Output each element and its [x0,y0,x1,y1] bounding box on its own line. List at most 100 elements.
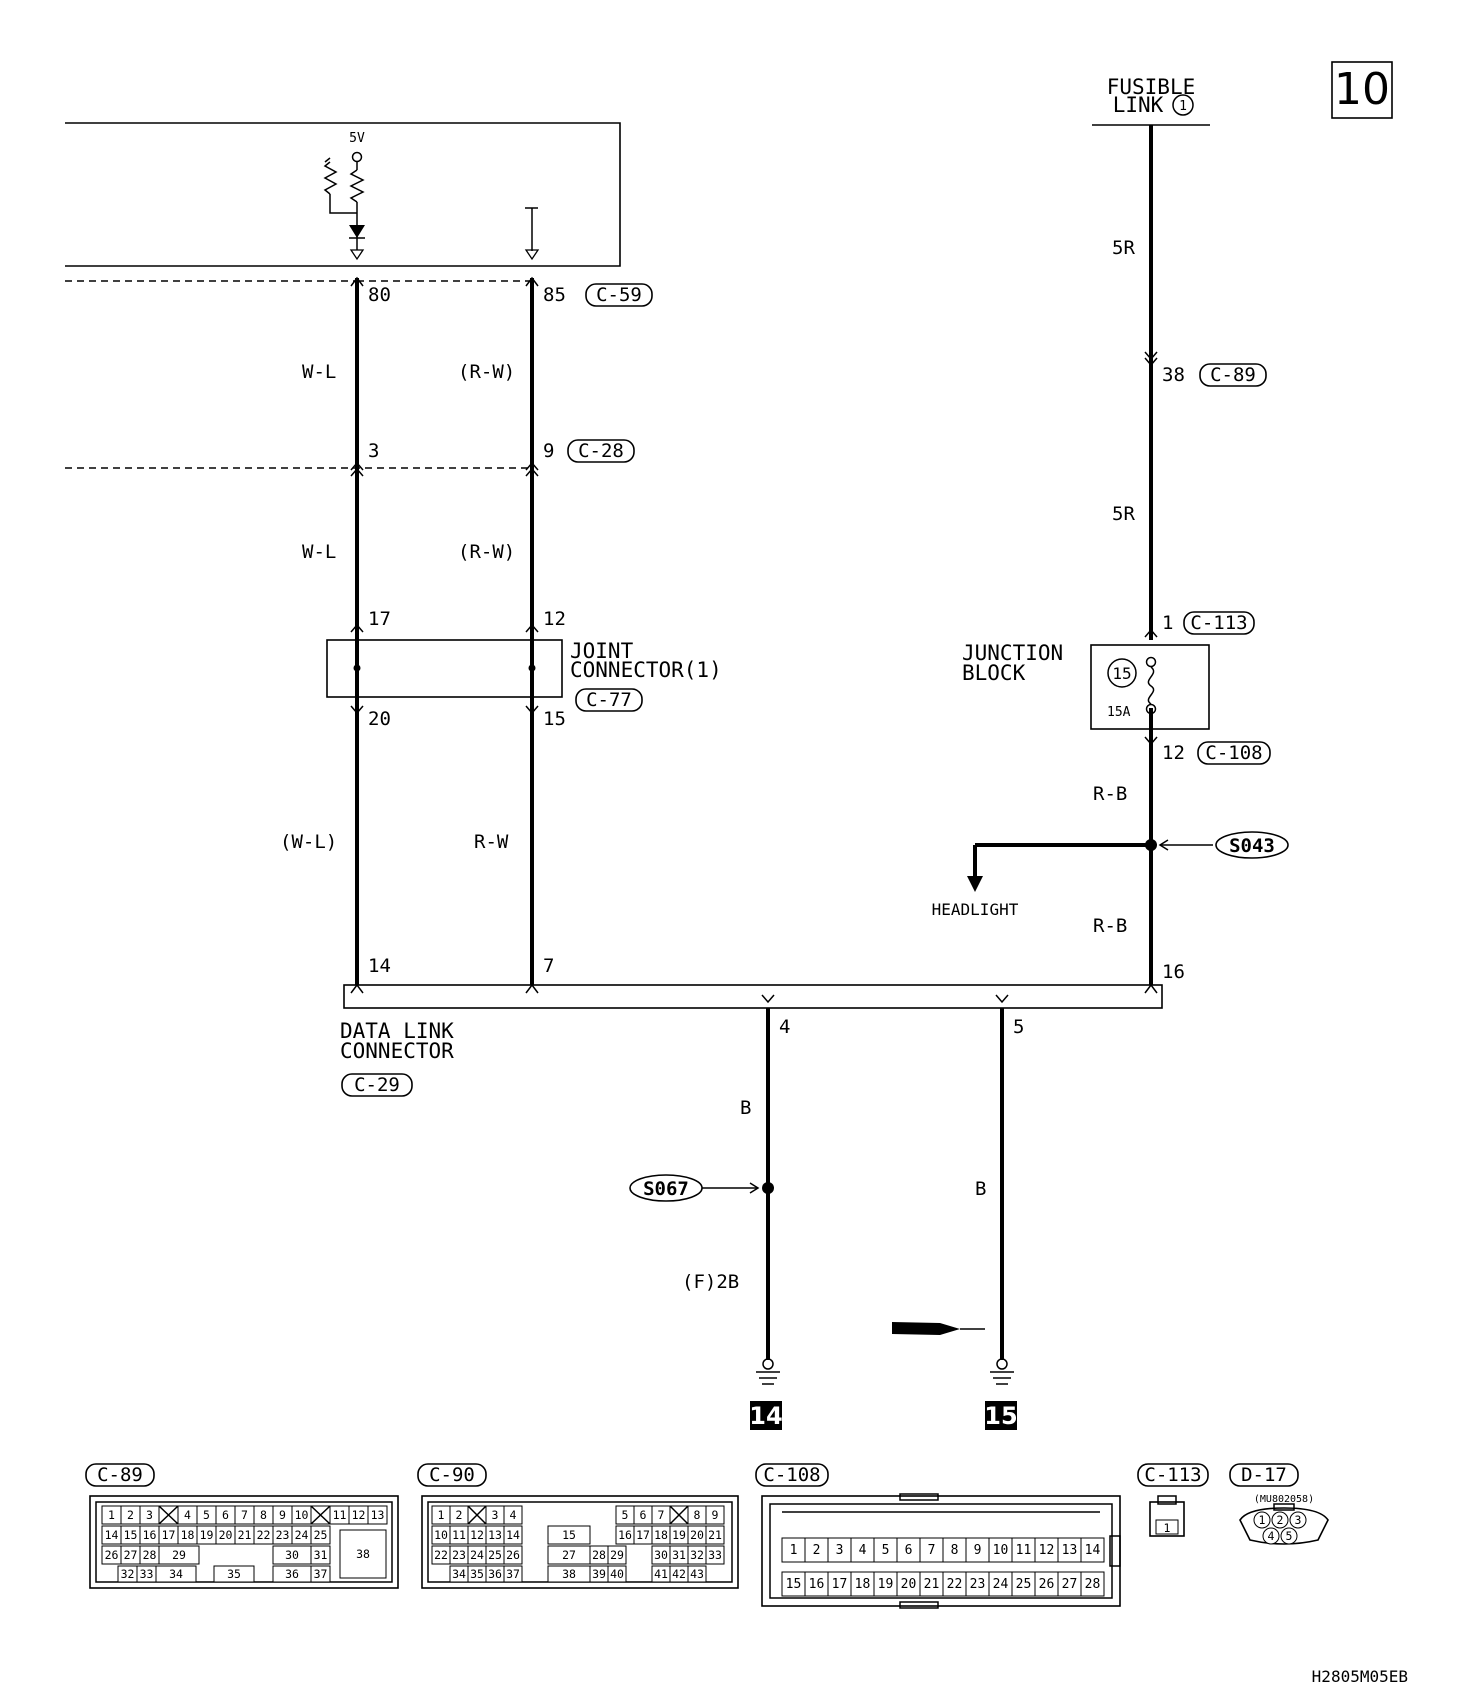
svg-text:S067: S067 [643,1178,689,1200]
pin-number: 21 [238,1528,252,1542]
page-number: 10 [1334,64,1390,115]
pin-number: 20 [219,1528,233,1542]
pin-number: 19 [672,1528,686,1542]
headlight-label: HEADLIGHT [932,900,1019,919]
ground-15-badge [985,1401,1017,1430]
connector-tag-c-29: C-29 [341,1073,413,1097]
pin-number: 14 [105,1528,119,1542]
svg-text:C-113: C-113 [1190,612,1247,634]
pin-number: 18 [181,1528,195,1542]
pin-number: 26 [1039,1577,1055,1592]
pin-3: 3 [368,440,379,462]
splice-s067-dot [762,1182,774,1194]
pin-38: 38 [1162,364,1185,386]
d17-part-number: (MU802058) [1254,1494,1314,1505]
pin-5: 5 [1013,1016,1024,1038]
pin-number: 2 [127,1508,134,1522]
pin-1: 1 [1162,612,1173,634]
blank-pin-cross [310,1505,331,1525]
fuse-icon [1145,656,1157,715]
pin-number: 9 [974,1543,982,1558]
connector-tag-c-90: C-90 [417,1463,487,1487]
pin-number: 19 [200,1528,214,1542]
pin-number: 5 [882,1543,890,1558]
pin-number: 5 [1286,1529,1293,1543]
pin-number: 2 [1277,1513,1284,1527]
svg-text:C-59: C-59 [596,284,642,306]
fusible-link-label-2: LINK [1113,93,1164,117]
diagram-code: H2805M05EB [1312,1667,1408,1686]
junction-block-label-1: JUNCTION [962,641,1063,665]
connector-tag-c-59: C-59 [585,283,653,307]
junction-block-label-2: BLOCK [962,661,1026,685]
c113-pinout: 1 [1149,1495,1185,1537]
pin-number: 1 [108,1508,115,1522]
ground-15-icon [990,1358,1014,1385]
ground-wire-chevrons [761,994,1009,1004]
ground-15-label: 15 [984,1402,1017,1430]
pin-number: 4 [510,1508,517,1522]
pin-14: 14 [368,955,391,977]
connector-tag-d-17: D-17 [1229,1463,1299,1487]
pin-number: 13 [371,1508,385,1522]
pin-number: 14 [1085,1543,1101,1558]
pin-number: 35 [470,1567,484,1581]
pin-cell [705,1505,725,1525]
wire-color-w-l-1: W-L [302,361,336,383]
diode-icon [349,213,365,261]
svg-text:C-108: C-108 [1205,742,1262,764]
pin-4: 4 [779,1016,790,1038]
pin-cell [503,1505,523,1525]
joint-dot-right [528,664,536,672]
pin-number: 9 [712,1508,719,1522]
pin-number: 23 [276,1528,290,1542]
joint-connector-label-1: JOINT [570,639,634,663]
pin-number: 23 [970,1577,986,1592]
svg-text:C-108: C-108 [763,1464,820,1486]
wire-color-w-l-2: W-L [302,541,336,563]
pin-number: 13 [1062,1543,1078,1558]
pin-12: 12 [543,608,566,630]
pin-number: 31 [672,1548,686,1562]
pin-cell [213,1565,255,1583]
pin-number: 34 [452,1567,466,1581]
pin-number: 32 [121,1567,135,1581]
pin-number: 19 [878,1577,894,1592]
joint-dot-left [353,664,361,672]
input-terminal-icon [524,207,540,261]
pin-number: 36 [285,1567,299,1581]
splice-s067-tag: S067 [629,1174,760,1202]
pin-85: 85 [543,284,566,306]
pin-number: 22 [947,1577,963,1592]
pin-cell [547,1525,591,1545]
pin-number: 7 [241,1508,248,1522]
pin-cell [1080,1571,1105,1597]
pin-number: 25 [488,1548,502,1562]
pin-number: 37 [506,1567,520,1581]
pin-cell [1080,1537,1105,1563]
blank-pin-cross [467,1505,487,1525]
pin-number: 3 [492,1508,499,1522]
pin-number: 22 [434,1548,448,1562]
data-link-label-1: DATA LINK [340,1019,454,1043]
svg-text:C-113: C-113 [1144,1464,1201,1486]
pin-number: 12 [470,1528,484,1542]
ground-14-label: 14 [749,1402,782,1430]
wire-color-r-w-1: (R-W) [458,361,515,383]
pin-cell [503,1525,523,1545]
fuse-number: 15 [1112,664,1131,683]
pin-number: 41 [654,1567,668,1581]
junction-block-box [1090,644,1210,730]
pin-number: 31 [314,1548,328,1562]
pin-number: 25 [314,1528,328,1542]
pin-number: 34 [169,1567,183,1581]
pin-number: 21 [924,1577,940,1592]
svg-text:C-28: C-28 [578,440,624,462]
pin-number: 21 [708,1528,722,1542]
connector-tag-c-113-bottom: C-113 [1137,1463,1209,1487]
pin-number: 4 [184,1508,191,1522]
pin-number: 1 [438,1508,445,1522]
connector-tag-c-89-bottom: C-89 [85,1463,155,1487]
pin-number: 32 [690,1548,704,1562]
